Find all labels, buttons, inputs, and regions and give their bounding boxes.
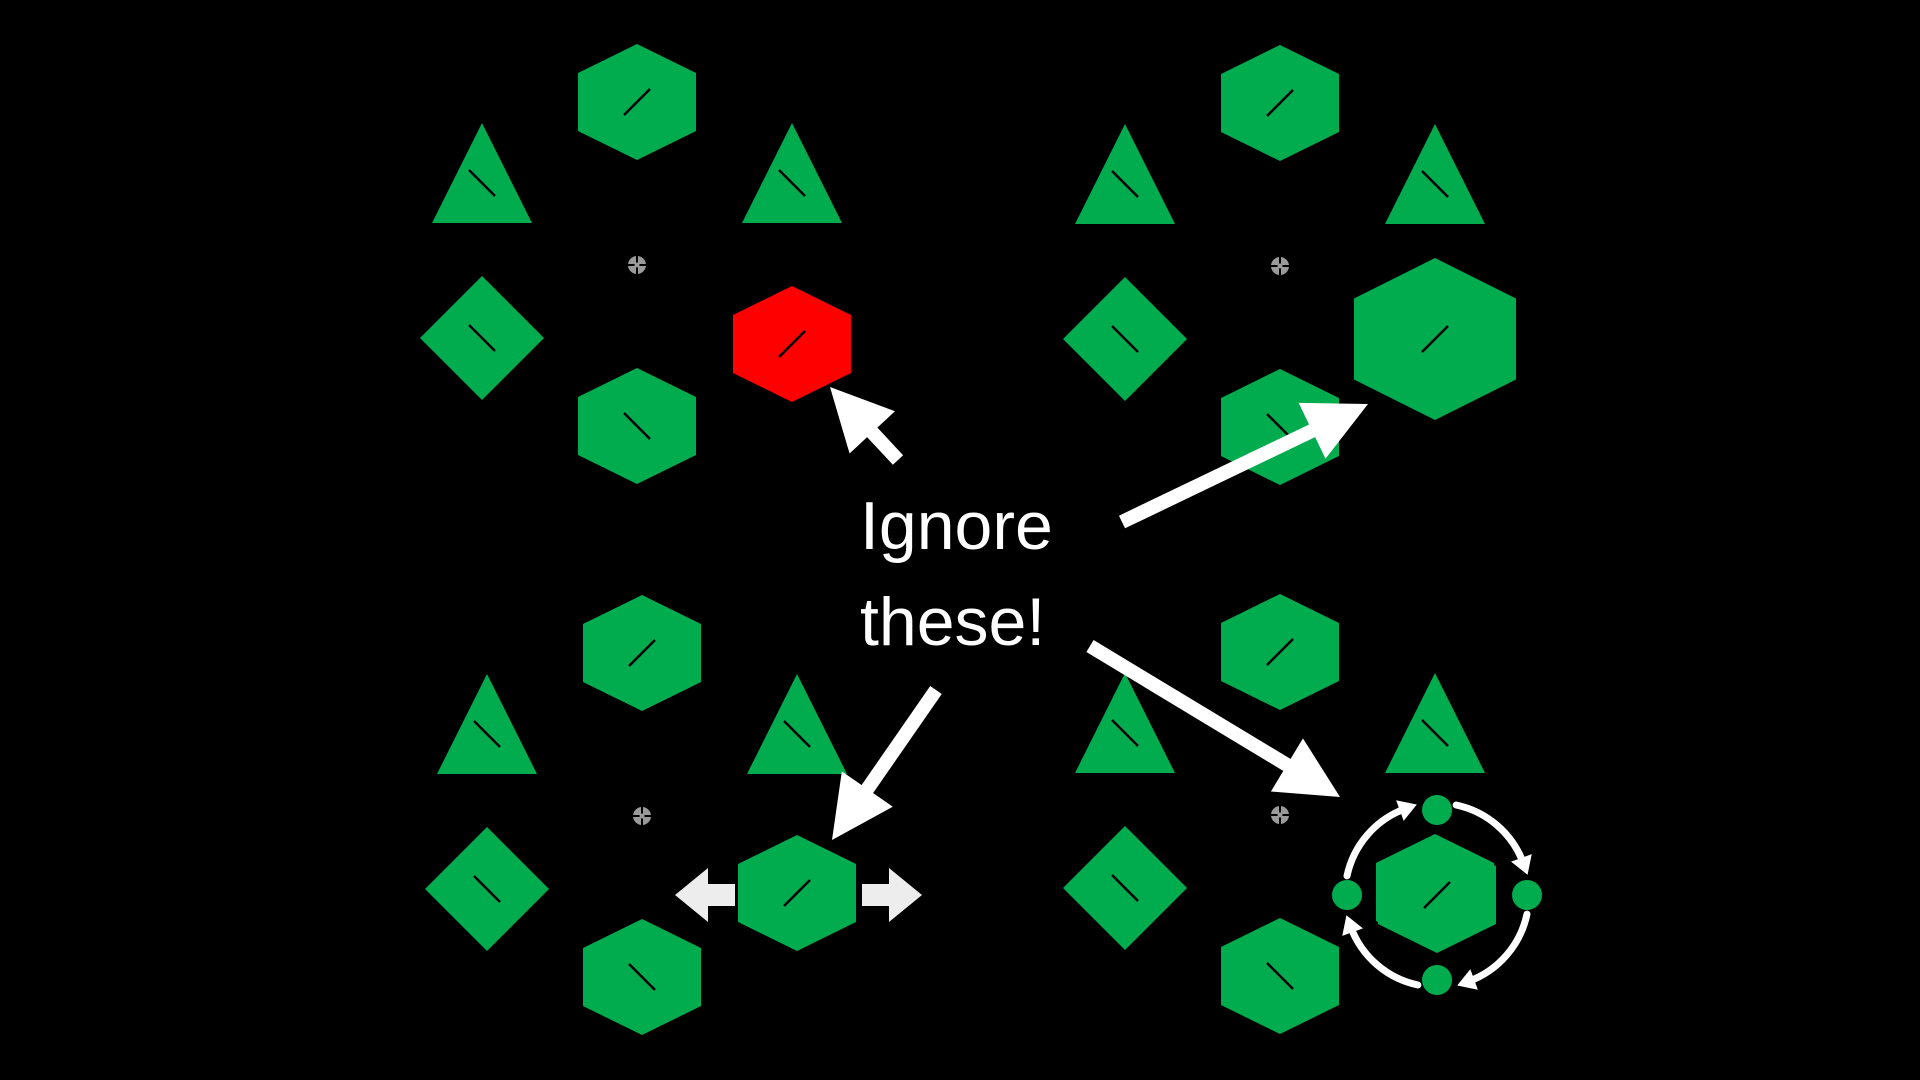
triangle-body: [432, 123, 532, 223]
triangle-shape: [1075, 124, 1175, 224]
hexagon-shape: [578, 368, 696, 484]
triangle-body: [437, 674, 537, 774]
hexagon-shape: [1221, 594, 1339, 710]
triangle-shape: [432, 123, 532, 223]
rotation-arrowhead: [1511, 854, 1532, 875]
fixation-center: [1277, 263, 1283, 269]
line-segment-icon: [783, 879, 811, 907]
arrow-head: [832, 771, 893, 840]
rotation-arrowhead: [1457, 969, 1478, 990]
diamond-shape: [420, 276, 544, 400]
triangle-shape: [1075, 673, 1175, 773]
triangle-body: [742, 123, 842, 223]
hexagon-shape: [1221, 45, 1339, 161]
hexagon-shape: [1354, 258, 1516, 420]
triangle-shape: [437, 674, 537, 774]
triangle-body: [1075, 124, 1175, 224]
arrow-head: [830, 387, 895, 454]
line-segment-icon: [1266, 638, 1294, 666]
diamond-shape: [1063, 826, 1187, 950]
hexagon-shape: [578, 44, 696, 160]
line-segment-icon: [1266, 89, 1294, 117]
line-segment-icon: [468, 324, 496, 352]
line-segment-icon: [1111, 170, 1139, 198]
line-segment-icon: [778, 330, 806, 358]
rotation-arc: [1452, 801, 1527, 868]
arrow-shaft: [1086, 640, 1294, 774]
line-segment-icon: [1421, 325, 1449, 353]
caption-line-2: these!: [860, 584, 1046, 660]
line-segment-icon: [628, 639, 656, 667]
rotation-arc: [1464, 910, 1531, 985]
crosshair-icon: [1270, 805, 1290, 825]
line-segment-icon: [473, 875, 501, 903]
annotations: [675, 387, 1542, 995]
triangle-body: [1385, 124, 1485, 224]
line-segment-icon: [623, 88, 651, 116]
fixation-marks: [627, 255, 1290, 826]
rotation-dot: [1422, 965, 1452, 995]
hexagon-shape: [738, 835, 856, 951]
rotation-dot: [1422, 795, 1452, 825]
rotation-arrowhead: [1342, 915, 1363, 936]
hexagon-shape: [1221, 918, 1339, 1034]
fixation-center: [639, 813, 645, 819]
arrow-shaft: [864, 424, 904, 465]
rotation-arc: [1347, 922, 1422, 989]
caption: Ignore these!: [860, 478, 1110, 670]
crosshair-icon: [627, 255, 647, 275]
caption-line-1: Ignore: [860, 488, 1053, 564]
line-segment-icon: [1111, 325, 1139, 353]
triangle-shape: [747, 674, 847, 774]
fixation-center: [634, 262, 640, 268]
line-segment-icon: [468, 169, 496, 197]
diamond-shape: [1063, 277, 1187, 401]
line-segment-icon: [473, 720, 501, 748]
line-segment-icon: [1111, 874, 1139, 902]
line-segment-icon: [1421, 719, 1449, 747]
line-segment-icon: [1266, 962, 1294, 990]
line-segment-icon: [1421, 170, 1449, 198]
arrow-icon: [830, 387, 904, 465]
arrow-shaft: [1118, 422, 1319, 529]
arrow-head: [1270, 738, 1340, 797]
hexagon-shape: [583, 919, 701, 1035]
line-segment-icon: [623, 412, 651, 440]
rotation-arrowhead: [1396, 800, 1417, 821]
shape-array: [420, 44, 1516, 1035]
left-right-arrows-icon: [675, 868, 922, 922]
triangle-shape: [1385, 673, 1485, 773]
move-right-arrow: [862, 868, 922, 922]
arrow-icon: [1086, 640, 1340, 797]
triangle-shape: [1385, 124, 1485, 224]
crosshair-icon: [632, 806, 652, 826]
fixation-center: [1277, 812, 1283, 818]
move-left-arrow: [675, 868, 735, 922]
arrow-icon: [832, 686, 942, 840]
line-segment-icon: [1423, 881, 1451, 909]
rotation-dot: [1332, 880, 1362, 910]
triangle-shape: [742, 123, 842, 223]
rotation-dot: [1512, 880, 1542, 910]
line-segment-icon: [1111, 719, 1139, 747]
rotate-cycle-icon: [1332, 795, 1542, 995]
hexagon-shape: [583, 595, 701, 711]
hexagon-shape: [1378, 837, 1496, 953]
diamond-shape: [425, 827, 549, 951]
hexagon-shape: [733, 286, 851, 402]
rotation-arc: [1343, 805, 1410, 880]
crosshair-icon: [1270, 256, 1290, 276]
triangle-body: [1075, 673, 1175, 773]
line-segment-icon: [778, 169, 806, 197]
triangle-body: [747, 674, 847, 774]
arrow-head: [1298, 402, 1368, 459]
line-segment-icon: [628, 963, 656, 991]
line-segment-icon: [783, 720, 811, 748]
triangle-body: [1385, 673, 1485, 773]
arrow-icon: [1118, 402, 1368, 529]
arrow-shaft: [859, 686, 942, 797]
